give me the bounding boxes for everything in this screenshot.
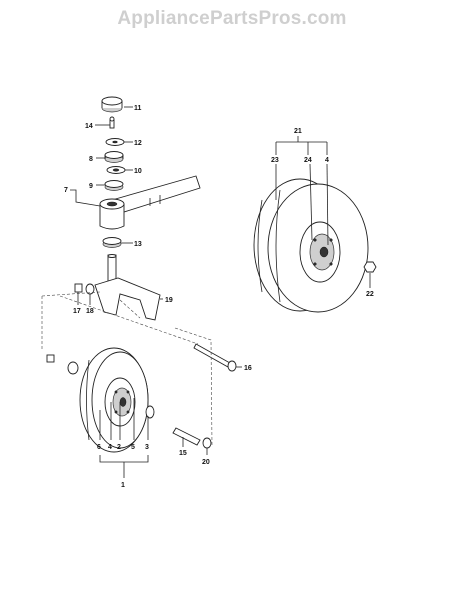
washer-part-10[interactable] (106, 166, 126, 174)
nut-part-17[interactable] (74, 283, 83, 293)
callout-24: 24 (304, 157, 312, 164)
axle-spacer-part-15[interactable] (172, 427, 201, 446)
wheel-assembly-21[interactable] (253, 178, 369, 313)
callout-23: 23 (271, 157, 279, 164)
caster-wheel-assembly-1[interactable] (79, 347, 149, 453)
callout-11: 11 (134, 105, 142, 112)
grease-fitting-part-14[interactable] (109, 116, 115, 129)
callout-4-right: 4 (325, 157, 329, 164)
bolt-part-16[interactable] (193, 343, 237, 372)
watermark-text: AppliancePartsPros.com (117, 8, 347, 29)
bearing-part-9[interactable] (104, 180, 124, 191)
callout-22: 22 (366, 291, 374, 298)
callout-3: 3 (145, 444, 149, 451)
callout-9: 9 (89, 183, 93, 190)
callout-15: 15 (179, 450, 187, 457)
washer-left (67, 361, 79, 375)
washer-part-12[interactable] (105, 138, 125, 146)
callout-16: 16 (244, 365, 252, 372)
callout-8: 8 (89, 156, 93, 163)
callout-6: 6 (97, 444, 101, 451)
callout-20: 20 (202, 459, 210, 466)
nut-left (46, 354, 55, 363)
callout-4-lower: 4 (108, 444, 112, 451)
callout-5: 5 (131, 444, 135, 451)
callout-21: 21 (294, 128, 302, 135)
cap-part-11[interactable] (101, 96, 123, 113)
callout-7: 7 (64, 187, 68, 194)
callout-1: 1 (121, 482, 125, 489)
callout-19: 19 (165, 297, 173, 304)
fork-part-19[interactable] (94, 254, 161, 321)
frame-part-7[interactable] (99, 175, 201, 230)
nut-part-22[interactable] (363, 261, 377, 273)
seal-part-13[interactable] (102, 237, 122, 248)
spacer-part-3[interactable] (145, 405, 155, 419)
callout-18: 18 (86, 308, 94, 315)
callout-14: 14 (85, 123, 93, 130)
callout-2: 2 (117, 444, 121, 451)
callout-17: 17 (73, 308, 81, 315)
callout-10: 10 (134, 168, 142, 175)
callout-13: 13 (134, 241, 142, 248)
callout-12: 12 (134, 140, 142, 147)
nut-part-20[interactable] (202, 437, 212, 449)
bearing-part-8[interactable] (104, 151, 124, 163)
